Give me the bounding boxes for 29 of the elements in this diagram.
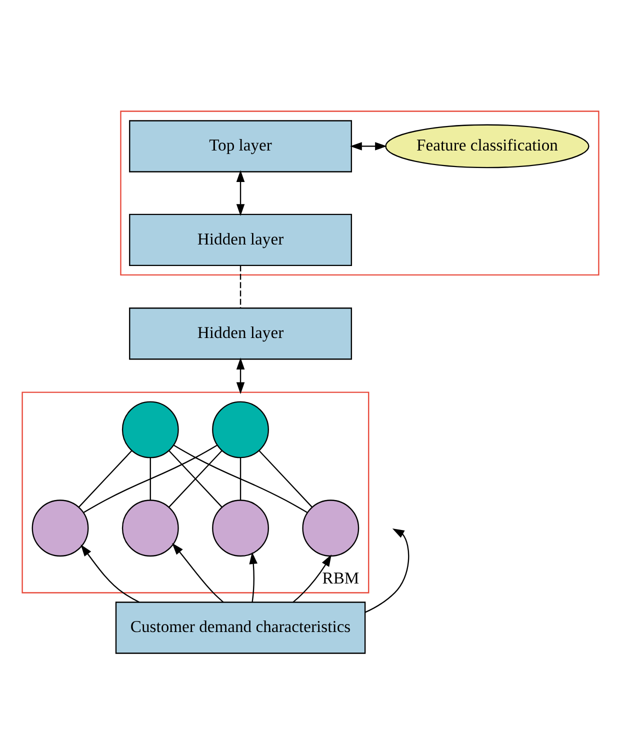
node-circle: [212, 400, 269, 458]
arrow: [292, 554, 332, 602]
node-circle: [122, 400, 179, 458]
node-box: Hidden layer: [129, 307, 352, 360]
node-box: Top layer: [129, 120, 352, 172]
node-box: Hidden layer: [129, 213, 352, 266]
arrow: [80, 544, 140, 602]
arrow: [236, 357, 245, 394]
node-circle: [302, 499, 360, 556]
connector: [174, 444, 308, 512]
node-circle: [212, 499, 269, 556]
cluster: [120, 110, 600, 275]
connector: [258, 450, 312, 507]
node-circle: [32, 499, 89, 556]
node-circle: [122, 499, 179, 556]
arrow: [249, 552, 258, 602]
connector: [240, 265, 242, 308]
connector: [78, 450, 132, 507]
connector: [168, 450, 222, 507]
connector: [84, 444, 218, 512]
arrow: [350, 142, 387, 150]
arrow: [172, 542, 224, 602]
connector: [240, 457, 242, 500]
arrow: [364, 528, 410, 612]
node-box: Customer demand characteristics: [115, 601, 366, 654]
cluster: RBM: [22, 391, 370, 593]
connector: [150, 457, 151, 500]
arrow: [236, 170, 245, 216]
node-ellipse: Feature classification: [385, 124, 590, 168]
